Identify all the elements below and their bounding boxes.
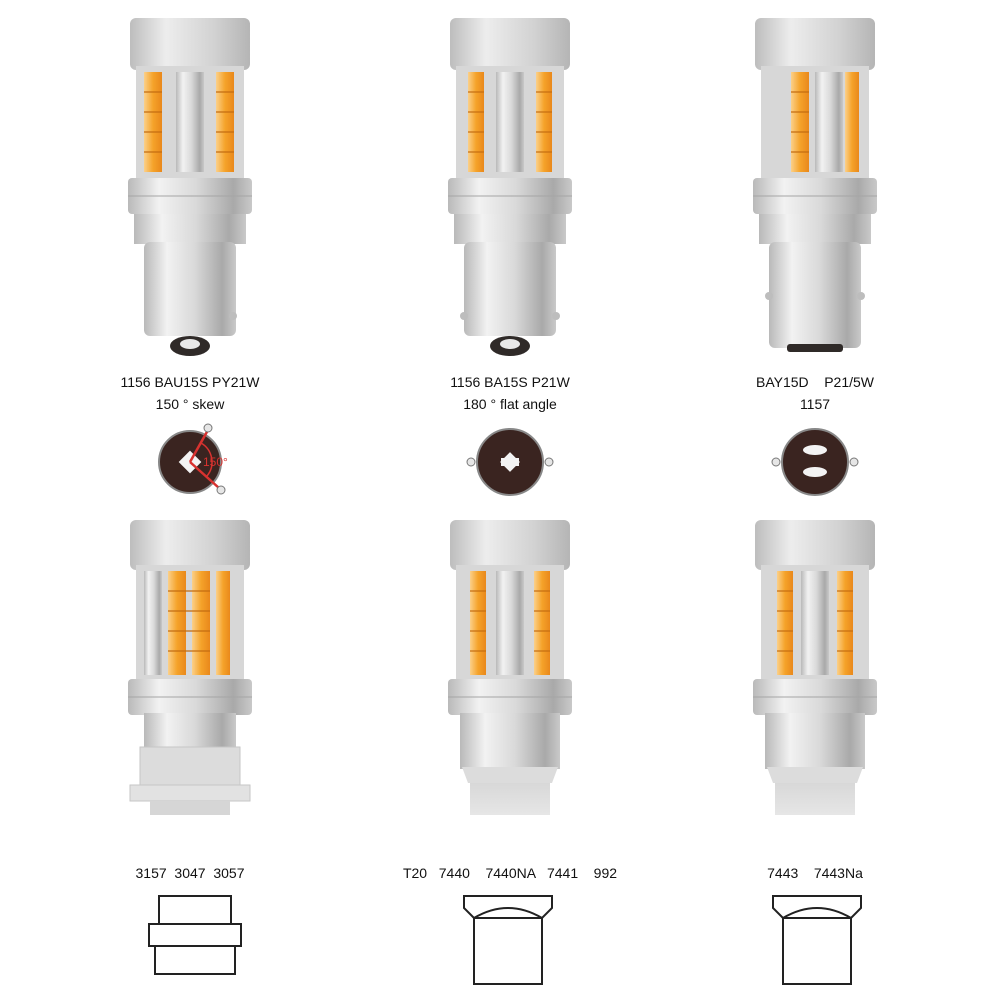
product-label-4: 3157 3047 3057 — [135, 865, 245, 881]
bulb-image-t20-7440 — [448, 520, 572, 815]
bulb-image-ba15s — [448, 18, 572, 356]
socket-diagram-bay15d — [771, 428, 859, 496]
product-label-5: T20 7440 7440NA 7441 992 — [402, 865, 618, 881]
product-label-3-line2: 1157 — [799, 396, 831, 412]
product-label-3-line1: BAY15D P21/5W — [755, 374, 874, 390]
product-label-6: 7443 7443Na — [767, 865, 863, 881]
product-label-1-line1: 1156 BAU15S PY21W — [120, 374, 260, 390]
base-diagram-3157 — [148, 895, 242, 975]
bulb-image-3157 — [128, 520, 252, 815]
bulb-image-bau15s — [128, 18, 252, 356]
bulb-image-bay15d — [753, 18, 877, 352]
bulb-image-7443 — [753, 520, 877, 815]
product-label-2-line1: 1156 BA15S P21W — [450, 374, 570, 390]
product-label-2-line2: 180 ° flat angle — [463, 396, 557, 412]
angle-mark: 150° — [203, 455, 228, 469]
product-label-1-line2: 150 ° skew — [155, 396, 225, 412]
base-diagram-7443 — [772, 895, 862, 985]
socket-diagram-bau15s: 150° — [158, 423, 228, 495]
socket-diagram-ba15s — [466, 428, 554, 496]
base-diagram-7440 — [463, 895, 553, 985]
